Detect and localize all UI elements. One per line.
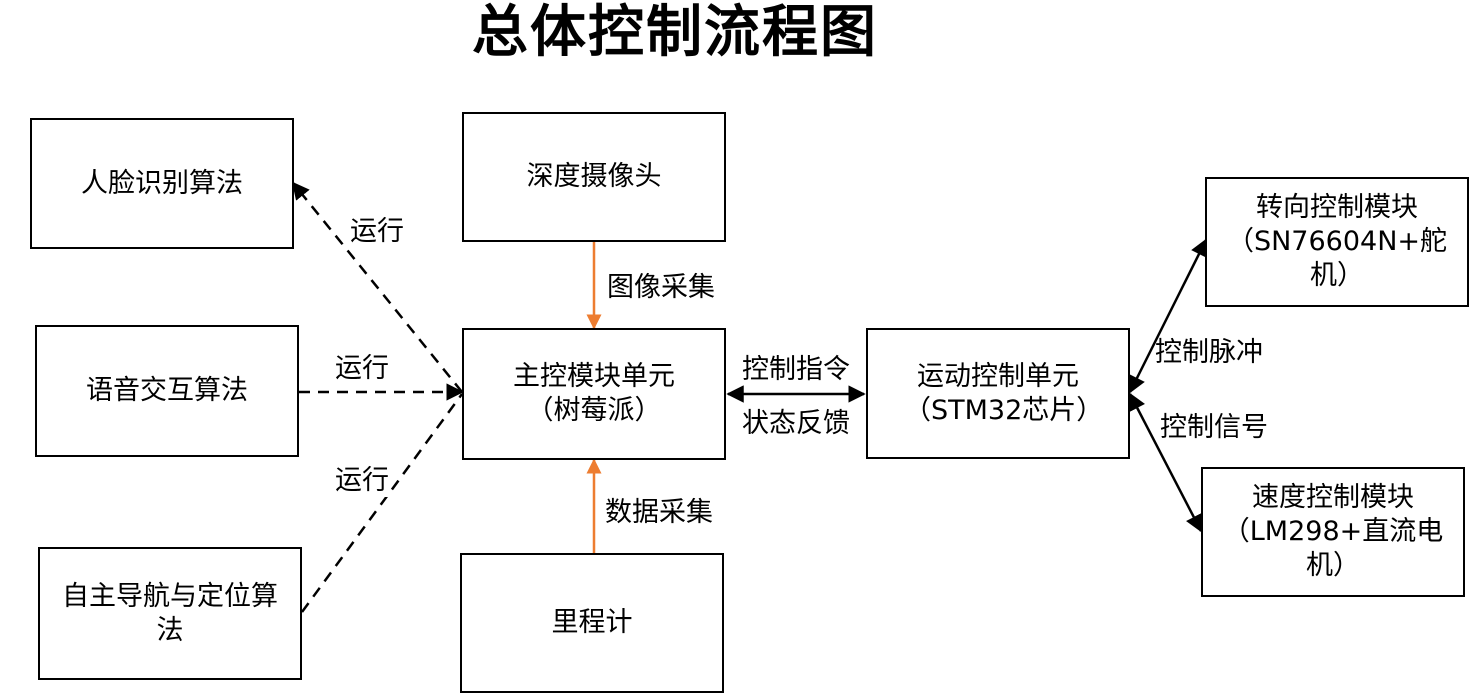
depth-camera-box: 深度摄像头 [462,112,726,242]
navigation-label: 自主导航与定位算法 [62,580,278,646]
depth-camera-label: 深度摄像头 [526,161,662,192]
image-capture-label: 图像采集 [607,272,715,304]
speed-control-label: 速度控制模块（LM298+直流电机） [1222,482,1444,581]
voice-interaction-box: 语音交互算法 [35,325,299,457]
motion-steering-double-arrow [1128,238,1208,394]
steering-control-label: 转向控制模块（SN76604N+舵机） [1226,192,1448,291]
data-capture-label: 数据采集 [605,497,713,529]
face-dashed-arrow [291,181,463,393]
motion-control-label: 运动控制单元（STM32芯片） [904,360,1104,426]
navigation-box: 自主导航与定位算法 [38,547,302,680]
speed-control-box: 速度控制模块（LM298+直流电机） [1201,467,1465,597]
steering-control-box: 转向控制模块（SN76604N+舵机） [1205,177,1469,307]
motion-speed-double-arrow [1128,392,1203,533]
odometer-label: 里程计 [551,607,633,638]
main-control-box: 主控模块单元（树莓派） [462,328,726,460]
main-control-label: 主控模块单元（树莓派） [513,361,675,426]
face-recognition-box: 人脸识别算法 [30,118,294,249]
nav-dashed-line [300,393,464,613]
page-title: 总体控制流程图 [472,0,878,65]
control-pulse-label: 控制脉冲 [1155,337,1263,368]
nav-run-label: 运行 [335,465,389,497]
motion-control-box: 运动控制单元（STM32芯片） [866,328,1130,459]
status-feedback-label: 状态反馈 [742,408,850,439]
control-signal-label: 控制信号 [1160,412,1268,443]
control-command-label: 控制指令 [742,354,850,385]
face-run-label: 运行 [350,216,404,248]
voice-interaction-label: 语音交互算法 [86,375,248,406]
voice-run-label: 运行 [335,353,389,385]
odometer-box: 里程计 [460,553,724,693]
face-recognition-label: 人脸识别算法 [81,167,243,199]
